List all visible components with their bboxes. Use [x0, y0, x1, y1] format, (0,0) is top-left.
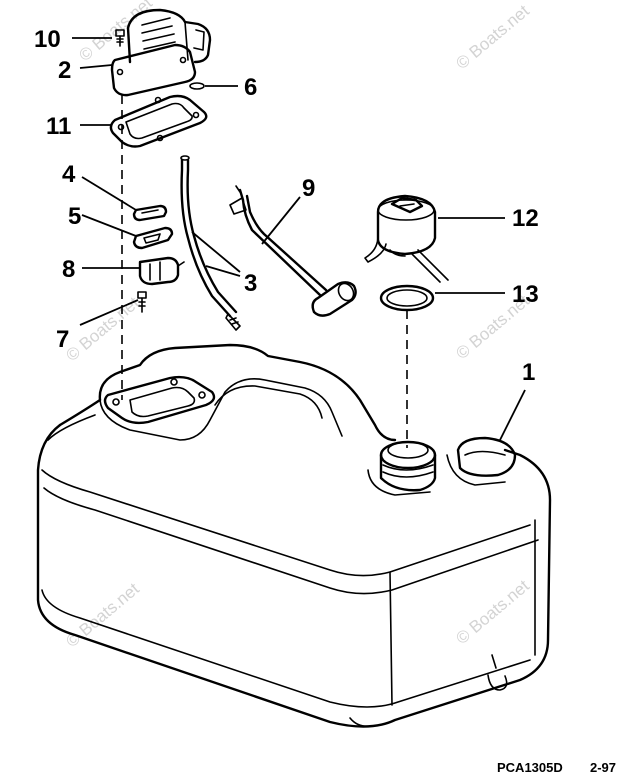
fuel-tank — [36, 343, 552, 728]
watermarks: © Boats.net © Boats.net © Boats.net © Bo… — [62, 0, 533, 651]
tank-platform — [98, 343, 397, 442]
retainer-5 — [132, 226, 174, 250]
tank-foot-2 — [491, 654, 497, 669]
leader-lines — [72, 37, 526, 441]
callout-1: 1 — [522, 359, 535, 386]
tank-top-edge — [58, 398, 102, 427]
fuel-gauge-sender — [110, 8, 212, 97]
gasket-11 — [109, 94, 208, 148]
tank-foot-left — [349, 717, 373, 728]
callout-5: 5 — [68, 203, 81, 230]
tank-sender-flange — [103, 375, 216, 425]
tank-foot — [487, 674, 508, 691]
footer-revision: 2-97 — [590, 760, 616, 775]
float-arm-9 — [229, 185, 357, 317]
bracket-8 — [138, 256, 185, 286]
o-ring-6 — [189, 82, 205, 90]
watermark-top-right: © Boats.net — [452, 1, 533, 73]
callout-10: 10 — [34, 26, 61, 53]
callout-7: 7 — [56, 326, 69, 353]
tank-handle-hole — [214, 385, 323, 419]
clip-4 — [132, 204, 168, 222]
tank-fill-neck — [367, 440, 437, 496]
tank-platform-base — [99, 378, 343, 441]
cap-gasket-13 — [379, 284, 435, 312]
callout-labels: 10 2 6 11 4 5 8 7 9 3 12 13 1 — [34, 26, 539, 386]
callout-13: 13 — [512, 281, 539, 308]
tank-bottom-inner — [41, 589, 531, 708]
screw-7 — [137, 291, 147, 313]
callout-6: 6 — [244, 74, 257, 101]
callout-2: 2 — [58, 57, 71, 84]
callout-11: 11 — [46, 113, 71, 140]
callout-3: 3 — [244, 270, 257, 297]
callout-9: 9 — [302, 175, 315, 202]
watermark-low-left: © Boats.net — [62, 579, 143, 651]
callout-4: 4 — [62, 161, 76, 188]
tank-top-inner — [47, 414, 96, 441]
tank-front-crease-2 — [43, 487, 539, 595]
callout-12: 12 — [512, 205, 539, 232]
footer-part-code: PCA1305D — [497, 760, 563, 775]
callout-8: 8 — [62, 256, 75, 283]
tank-vent-boss — [446, 436, 517, 486]
screw-10 — [115, 29, 125, 47]
watermark-low-right: © Boats.net — [452, 576, 533, 648]
tank-right-corner — [389, 571, 393, 706]
pickup-tube-3 — [180, 155, 241, 331]
tank-front-crease — [41, 469, 531, 577]
fill-cap-12 — [364, 194, 449, 283]
